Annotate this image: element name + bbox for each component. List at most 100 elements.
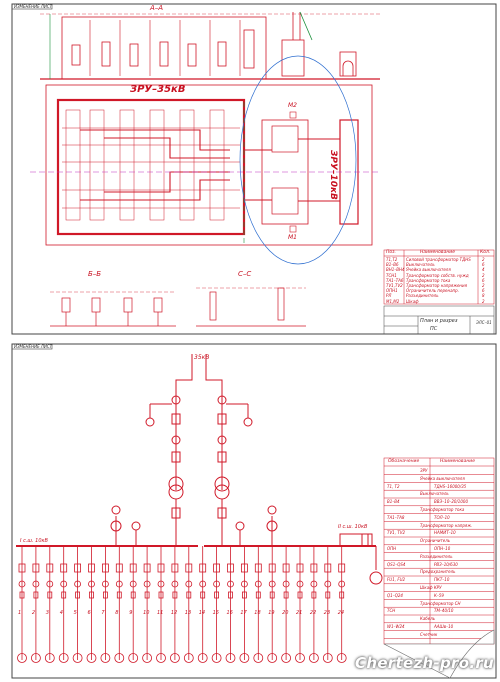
stamp-sub: ПС — [430, 326, 438, 332]
feeder-mark — [227, 563, 234, 573]
feeder-mark — [199, 563, 207, 573]
drawing-sheet-layout: ИЗМЕНЕНИЕ ЛИСТ А–А ЗРУ–35кВ ЗРУ–10кВ Б–Б… — [0, 0, 500, 338]
section-bb — [50, 291, 176, 327]
feeder-mark — [197, 653, 208, 663]
legend-cell: В1–В6 — [386, 262, 399, 268]
legend-cell: М1,М2 — [386, 298, 400, 304]
feeder-number: 20 — [282, 610, 289, 616]
feeder-number: 22 — [309, 610, 317, 616]
feeder-number: 18 — [254, 610, 261, 616]
feeder-number: 17 — [240, 610, 247, 616]
legend-cell: Трансформатор тока — [406, 277, 451, 283]
legend-cell: 6 — [482, 262, 485, 268]
feeder-mark — [241, 591, 247, 599]
feeder-mark — [336, 653, 347, 663]
legend-cell: 8 — [482, 293, 485, 299]
section-bb-label: Б–Б — [88, 270, 102, 278]
feeder-mark — [239, 653, 250, 663]
section-cc-label: С–С — [238, 270, 252, 278]
feeder-mark — [129, 580, 137, 588]
table-cell: Трансформатор тока — [420, 507, 465, 512]
legend-cell: Разъединитель — [406, 293, 439, 299]
feeder-number: 23 — [323, 610, 331, 616]
legend-table-grid — [383, 249, 495, 305]
feeder-mark — [240, 580, 248, 588]
feeder-number: 9 — [129, 610, 133, 616]
feeder-mark — [186, 591, 192, 599]
feeder-mark — [254, 563, 262, 573]
feeder-number: 13 — [184, 610, 192, 616]
table-cell: РВЗ–10/630 — [434, 561, 458, 567]
section-aa-label: А–А — [150, 4, 164, 12]
feeder-mark — [183, 653, 194, 663]
feeder-mark — [325, 591, 331, 599]
feeder-mark — [88, 563, 95, 573]
table-cell: Разъединитель — [420, 553, 453, 559]
feeder-mark — [282, 580, 290, 588]
feeder-mark — [144, 591, 150, 599]
table-cell: Трансформатор напряж. — [420, 522, 473, 528]
feeder-mark — [130, 591, 136, 599]
feeder-mark — [143, 580, 151, 588]
feeder-mark — [308, 653, 319, 663]
feeder-mark — [31, 653, 41, 663]
table-cell: QS1–QS4 — [387, 561, 406, 567]
feeder-mark — [295, 653, 305, 663]
feeder-number: 14 — [198, 610, 206, 616]
feeder-mark — [225, 653, 236, 663]
feeder-mark — [322, 653, 333, 663]
feeder-mark — [268, 580, 276, 588]
drawing-sheet-single-line: ИЗМЕНЕНИЕ ЛИСТ 35кВ I с.ш. 10кВ II с.ш. … — [0, 340, 500, 682]
legend-cell: Силовой трансформатор ТДНS — [406, 257, 471, 262]
feeder-mark — [281, 653, 292, 663]
feeder-mark — [310, 580, 318, 588]
table-cell: FU1, FU2 — [387, 577, 406, 583]
feeder-mark — [254, 580, 262, 588]
feeder-mark — [33, 591, 39, 599]
watermark: Chertezh-pro.ru — [355, 654, 494, 672]
table-cell: Кабель — [420, 616, 436, 622]
table-cell: ОПН — [387, 546, 397, 551]
feeder-number: 12 — [170, 610, 178, 616]
feeder-mark — [172, 591, 178, 599]
table-cell: Ограничитель — [420, 538, 451, 544]
feeder-mark — [60, 563, 68, 573]
feeder-number: 16 — [226, 610, 233, 616]
feeder-mark — [17, 653, 27, 663]
legend-cell: РЛ — [386, 293, 392, 299]
legend-col-pos: Поз. — [386, 250, 396, 255]
feeder-mark — [296, 580, 304, 588]
feeder-group — [17, 546, 347, 663]
table-cell: К–59 — [434, 592, 444, 598]
table-cell: Счетчик — [420, 631, 438, 637]
table-cell: ТА1–ТА8 — [387, 514, 405, 520]
feeder-mark — [282, 563, 290, 573]
legend-cell: ТА1–ТА6 — [386, 277, 404, 283]
sheet2-frame — [11, 343, 497, 679]
legend-cell: 2 — [482, 272, 485, 278]
feeder-mark — [58, 653, 69, 663]
zru35-label: ЗРУ–35кВ — [130, 84, 186, 95]
feeder-mark — [100, 653, 111, 663]
feeder-mark — [213, 580, 221, 588]
table-cell: ОПН–10 — [434, 546, 451, 551]
feeder-mark — [72, 653, 83, 663]
legend-cell: ВН1–ВН4 — [386, 267, 405, 273]
feeder-mark — [88, 580, 95, 588]
feeder-mark — [46, 580, 54, 588]
feeder-mark — [324, 580, 332, 588]
feeder-mark — [74, 563, 81, 573]
section-aa-elevation — [40, 12, 380, 80]
m1-label: М1 — [288, 234, 297, 241]
section-cc — [196, 287, 306, 327]
zru10-label: ЗРУ–10кВ — [328, 150, 338, 200]
feeder-mark — [102, 563, 109, 573]
table-col-code: Обозначение — [388, 459, 420, 464]
switchgear-35kv-plan — [45, 84, 373, 246]
feeder-mark — [296, 563, 304, 573]
table-cell: Т1, Т2 — [387, 483, 400, 489]
corner-tag-2: ИЗМЕНЕНИЕ ЛИСТ — [14, 344, 53, 349]
feeder-mark — [102, 580, 109, 588]
feeder-mark — [171, 580, 179, 588]
feeder-mark — [267, 653, 278, 663]
